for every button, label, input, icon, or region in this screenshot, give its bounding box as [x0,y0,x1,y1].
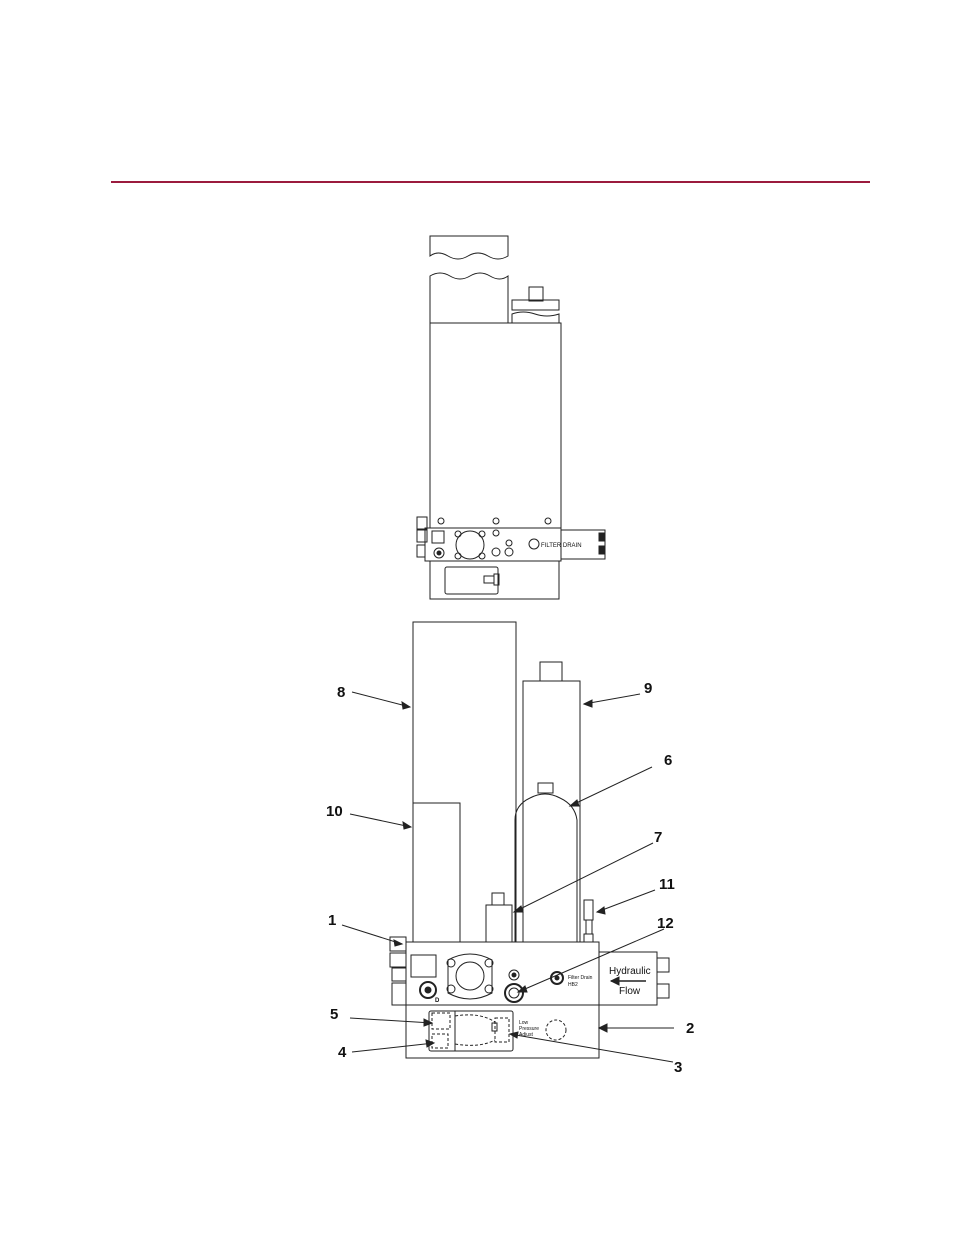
callout-1: 1 [328,912,336,929]
flow-label: Flow [619,986,641,997]
item-10-box [413,803,460,942]
item-4-port [432,1034,448,1048]
top-view: FILTER DRAIN [417,236,605,599]
port-d-label: D [435,998,440,1004]
item-5-port [432,1013,450,1029]
callout-11: 11 [659,876,675,893]
callout-8: 8 [337,684,345,701]
callout-5: 5 [330,1006,338,1023]
filter-drain-label: Filter Drain [568,975,593,981]
callout-3: 3 [674,1059,682,1076]
callout-2: 2 [686,1020,694,1037]
callout-4: 4 [338,1044,347,1061]
item-6-accumulator [515,794,577,942]
main-view: D Filter Drain HB2 Hydraulic Flow Low [326,622,694,1076]
item-11-fitting [584,900,593,920]
item-8-reservoir [413,622,516,942]
callout-9: 9 [644,680,652,697]
filter-drain-sub-label: HB2 [568,982,578,988]
callout-10: 10 [326,803,343,820]
hydraulic-label: Hydraulic [609,966,651,977]
item-7-switch [486,905,512,942]
callout-6: 6 [664,752,672,769]
callout-7: 7 [654,829,662,846]
callout-12: 12 [657,915,674,932]
item-12-port [509,988,519,998]
top-filter-drain-label: FILTER DRAIN [541,543,582,549]
